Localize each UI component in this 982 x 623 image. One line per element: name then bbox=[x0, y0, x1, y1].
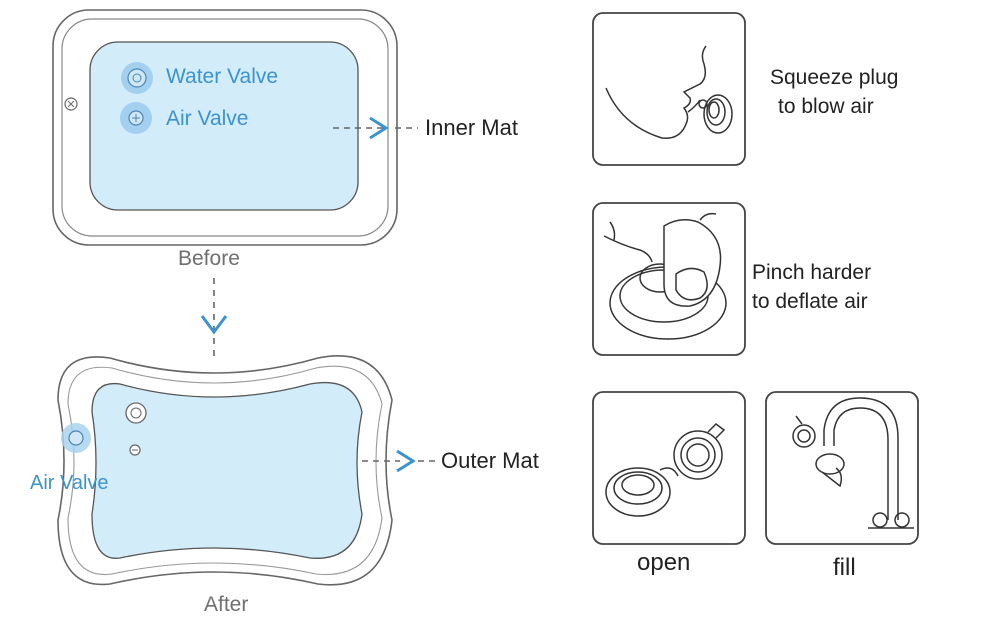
inner-mat-label: Inner Mat bbox=[425, 115, 518, 140]
after-mat bbox=[57, 355, 393, 586]
after-caption: After bbox=[204, 593, 249, 616]
air-valve-label: Air Valve bbox=[166, 107, 249, 130]
open-panel bbox=[592, 391, 746, 545]
water-valve-icon bbox=[121, 62, 153, 94]
after-air-valve-icon bbox=[61, 423, 91, 453]
open-plug-icon bbox=[605, 423, 726, 517]
fill-panel bbox=[765, 391, 919, 545]
squeeze-panel bbox=[592, 12, 746, 166]
after-air-valve-label: Air Valve bbox=[30, 472, 109, 494]
after-small-valve-icon bbox=[129, 444, 141, 456]
faucet-icon bbox=[792, 397, 914, 529]
down-arrow bbox=[200, 278, 228, 356]
before-mat bbox=[52, 9, 398, 246]
outer-mat-pointer bbox=[362, 449, 438, 473]
pinch-line2: to deflate air bbox=[752, 290, 868, 313]
side-screw-icon bbox=[64, 97, 78, 111]
air-valve-icon bbox=[120, 102, 152, 134]
open-label: open bbox=[637, 549, 691, 576]
inner-mat-pointer bbox=[333, 116, 418, 140]
after-water-valve-icon bbox=[125, 402, 147, 424]
pinch-panel bbox=[592, 202, 746, 356]
squeeze-line1: Squeeze plug bbox=[770, 66, 899, 89]
before-caption: Before bbox=[178, 247, 240, 270]
outer-mat-label: Outer Mat bbox=[441, 448, 539, 473]
water-valve-label: Water Valve bbox=[166, 65, 279, 88]
blowing-face-icon bbox=[605, 45, 733, 139]
pinch-line1: Pinch harder bbox=[752, 261, 872, 284]
fill-label: fill bbox=[833, 554, 856, 581]
pinch-finger-icon bbox=[603, 212, 727, 340]
squeeze-line2: to blow air bbox=[778, 95, 874, 118]
